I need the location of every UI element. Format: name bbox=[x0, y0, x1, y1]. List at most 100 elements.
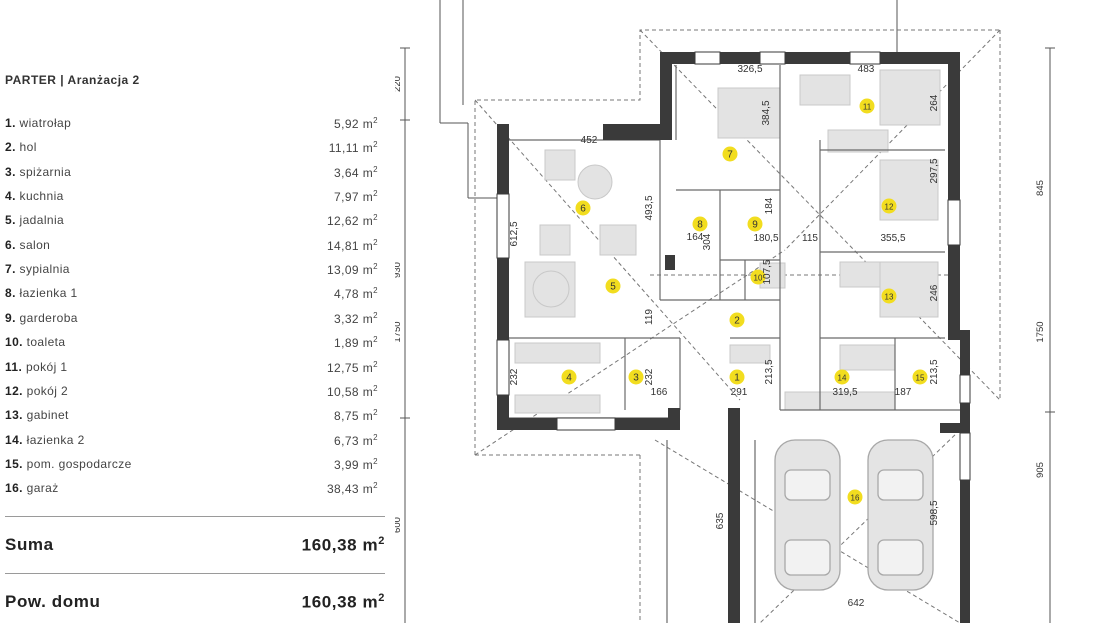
dimension-label: 220 bbox=[395, 76, 403, 92]
room-marker bbox=[722, 146, 738, 162]
room-name: pokój 1 bbox=[22, 359, 68, 374]
sum-value: 160,38 m2 bbox=[301, 535, 385, 555]
room-marker bbox=[575, 200, 591, 216]
room-number: 16. bbox=[5, 481, 23, 496]
room-name: pokój 2 bbox=[22, 383, 69, 398]
room-marker-label: 10 bbox=[754, 274, 763, 283]
room-number: 10. bbox=[5, 335, 23, 350]
room-name: łazienka 1 bbox=[15, 286, 78, 301]
dimension-label: 213,5 bbox=[764, 359, 775, 384]
room-marker-label: 1 bbox=[734, 373, 740, 384]
room-number: 2. bbox=[5, 140, 16, 155]
furniture bbox=[514, 69, 941, 414]
room-area: 12,62 m2 bbox=[326, 213, 378, 229]
dimension-label: 107,5 bbox=[762, 259, 773, 284]
house-area-value: 160,38 m2 bbox=[301, 592, 385, 612]
separator bbox=[5, 573, 385, 574]
room-number: 13. bbox=[5, 408, 23, 423]
room-number: 8. bbox=[5, 286, 16, 301]
room-name: toaleta bbox=[22, 335, 66, 350]
room-number: 6. bbox=[5, 237, 16, 252]
dimension-label: 598,5 bbox=[929, 500, 940, 525]
room-marker-label: 13 bbox=[885, 293, 894, 302]
room-number: 12. bbox=[5, 383, 23, 398]
dimension-label: 600 bbox=[395, 517, 403, 533]
room-marker bbox=[605, 278, 621, 294]
room-name: wiatrołap bbox=[15, 116, 72, 130]
dimension-label: 905 bbox=[1035, 462, 1046, 478]
room-name: jadalnia bbox=[15, 213, 65, 228]
legend-room-row: 12. pokój 2 10,58 m2 bbox=[5, 384, 378, 404]
room-marker bbox=[729, 369, 745, 385]
room-area: 10,58 m2 bbox=[326, 383, 378, 399]
room-number: 4. bbox=[5, 189, 16, 204]
room-area: 38,43 m2 bbox=[326, 481, 378, 497]
room-name: sypialnia bbox=[15, 262, 70, 277]
dimension-label: 452 bbox=[581, 135, 598, 146]
room-marker-label: 2 bbox=[734, 316, 740, 327]
room-marker-label: 5 bbox=[610, 282, 616, 293]
room-number: 11. bbox=[5, 359, 23, 374]
room-marker-label: 8 bbox=[697, 220, 703, 231]
legend-room-row: 10. toaleta 1,89 m2 bbox=[5, 335, 378, 355]
room-name: pom. gospodarcze bbox=[22, 456, 132, 471]
room-name: hol bbox=[15, 140, 37, 155]
room-marker bbox=[881, 288, 897, 304]
dimension-label: 264 bbox=[929, 94, 940, 111]
room-marker bbox=[859, 98, 875, 114]
legend-room-row: 2. hol 11,11 m2 bbox=[5, 140, 378, 160]
legend-room-row: 7. sypialnia 13,09 m2 bbox=[5, 262, 378, 282]
room-marker-label: 11 bbox=[863, 103, 872, 112]
room-area: 6,73 m2 bbox=[334, 432, 378, 448]
dimension-label: 930 bbox=[395, 262, 403, 278]
dimension-label: 119 bbox=[644, 309, 655, 325]
dimension-label: 642 bbox=[848, 598, 865, 609]
dimension-label: 115 bbox=[802, 233, 818, 244]
dimension-label: 326,5 bbox=[737, 64, 762, 75]
house-area-label: Pow. domu bbox=[5, 592, 101, 611]
dimension-label: 483 bbox=[858, 64, 875, 75]
dimension-label: 304 bbox=[702, 233, 713, 250]
dimension-label: 164 bbox=[687, 232, 704, 243]
room-number: 7. bbox=[5, 262, 16, 277]
room-marker-label: 12 bbox=[885, 203, 894, 212]
sum-label: Suma bbox=[5, 535, 54, 554]
room-marker bbox=[628, 369, 644, 385]
room-marker-label: 16 bbox=[851, 494, 860, 503]
room-marker bbox=[750, 269, 766, 285]
room-marker bbox=[834, 369, 850, 385]
dimension-label: 1750 bbox=[1035, 321, 1046, 342]
room-area: 7,97 m2 bbox=[334, 189, 378, 205]
dimension-label: 166 bbox=[651, 387, 668, 398]
room-marker bbox=[847, 489, 863, 505]
room-marker-label: 6 bbox=[580, 204, 586, 215]
room-area: 1,89 m2 bbox=[334, 335, 378, 351]
legend-room-row: 16. garaż 38,43 m2 bbox=[5, 481, 378, 501]
room-area: 11,11 m2 bbox=[328, 140, 378, 156]
room-number: 15. bbox=[5, 456, 23, 471]
room-name: garaż bbox=[22, 481, 59, 496]
room-area: 3,32 m2 bbox=[334, 310, 378, 326]
room-number: 3. bbox=[5, 164, 16, 179]
room-name: spiżarnia bbox=[15, 164, 72, 179]
room-area: 13,09 m2 bbox=[326, 262, 378, 278]
separator bbox=[5, 516, 385, 517]
room-marker-label: 9 bbox=[752, 220, 758, 231]
room-marker bbox=[747, 216, 763, 232]
sum-row: Suma 160,38 m2 bbox=[5, 535, 385, 555]
windows bbox=[496, 51, 971, 481]
room-marker-label: 7 bbox=[727, 150, 733, 161]
room-marker bbox=[912, 369, 928, 385]
room-area: 5,92 m2 bbox=[334, 116, 378, 131]
room-marker-label: 15 bbox=[916, 374, 925, 383]
